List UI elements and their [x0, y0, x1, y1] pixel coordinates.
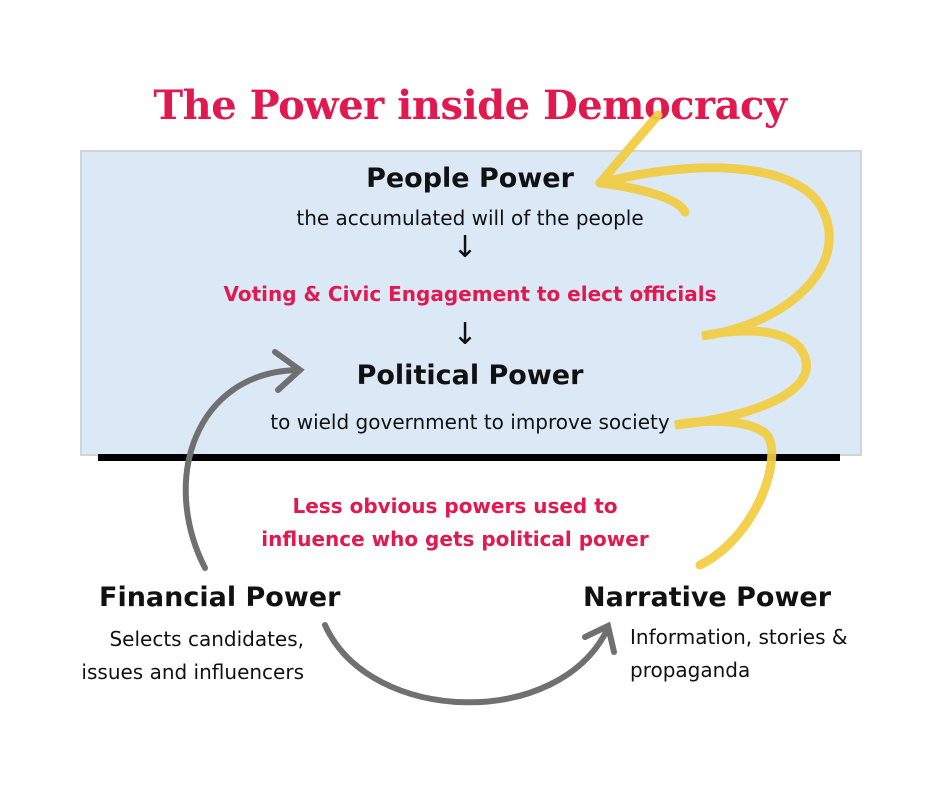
financial-power-desc1: Selects candidates, — [109, 627, 304, 651]
narrative-power-heading: Narrative Power — [583, 582, 832, 613]
political-power-heading: Political Power — [356, 360, 584, 391]
financial-to-political-arrow-icon — [182, 349, 305, 571]
yellow-spiral-arrow-icon — [595, 110, 834, 570]
financial-power-heading: Financial Power — [99, 582, 341, 613]
less-obvious-line2: influence who gets political power — [261, 527, 649, 551]
narrative-power-desc2: propaganda — [630, 658, 751, 682]
financial-to-narrative-arrow-icon — [322, 621, 617, 706]
voting-label: Voting & Civic Engagement to elect offic… — [223, 282, 717, 306]
down-arrow-icon: ↓ — [452, 230, 478, 265]
people-power-desc: the accumulated will of the people — [296, 206, 644, 230]
financial-power-desc2: issues and influencers — [81, 660, 304, 684]
narrative-power-desc1: Information, stories & — [630, 625, 848, 649]
down-arrow-icon: ↓ — [452, 317, 478, 352]
less-obvious-line1: Less obvious powers used to — [292, 494, 618, 518]
divider-bar — [98, 454, 840, 461]
democracy-box — [80, 150, 862, 456]
political-power-desc: to wield government to improve society — [270, 410, 670, 434]
people-power-heading: People Power — [366, 163, 574, 194]
diagram-title: The Power inside Democracy — [153, 82, 787, 129]
